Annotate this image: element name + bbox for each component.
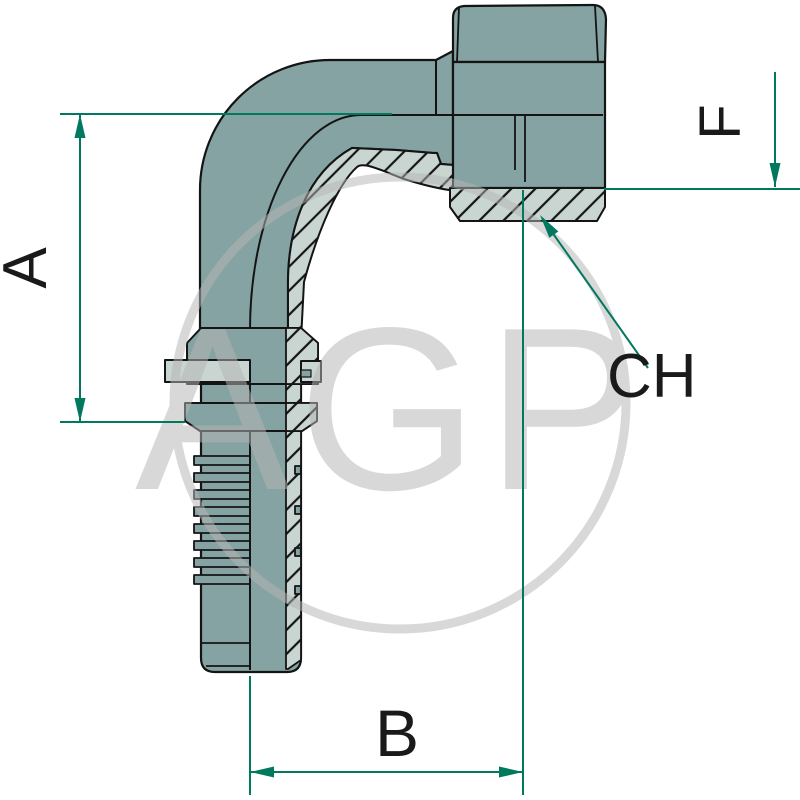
dim-ch-label: CH <box>607 342 697 411</box>
watermark: AGP <box>135 172 649 634</box>
nut-hex-edge-left <box>456 6 460 63</box>
arrow-a-down <box>74 398 86 422</box>
dim-a-label: A <box>0 247 60 289</box>
retainer-tab-left <box>164 359 251 383</box>
arrow-b-left <box>250 766 274 778</box>
arrow-a-up <box>74 114 86 138</box>
dimension-lines <box>60 72 800 795</box>
arrow-f-down <box>769 163 781 187</box>
swivel-nut-cap <box>451 3 608 64</box>
nut-hex-edge-right <box>594 5 599 63</box>
section-hatch-band <box>287 147 524 341</box>
collar-ring-2-section <box>285 402 318 432</box>
watermark-circle <box>169 172 631 634</box>
dim-ch-leader <box>541 217 649 369</box>
arrow-ch <box>540 215 559 238</box>
dimension-arrows <box>74 114 781 778</box>
dim-b-label: B <box>375 696 419 770</box>
centerline <box>249 114 434 670</box>
swivel-nut-body <box>451 60 607 190</box>
retainer-tab-notch <box>300 369 312 378</box>
dim-f-label: F <box>688 104 753 139</box>
dimension-labels: A F B CH <box>0 104 753 770</box>
arrow-b-right <box>499 766 523 778</box>
watermark-text: AGP <box>135 280 649 539</box>
